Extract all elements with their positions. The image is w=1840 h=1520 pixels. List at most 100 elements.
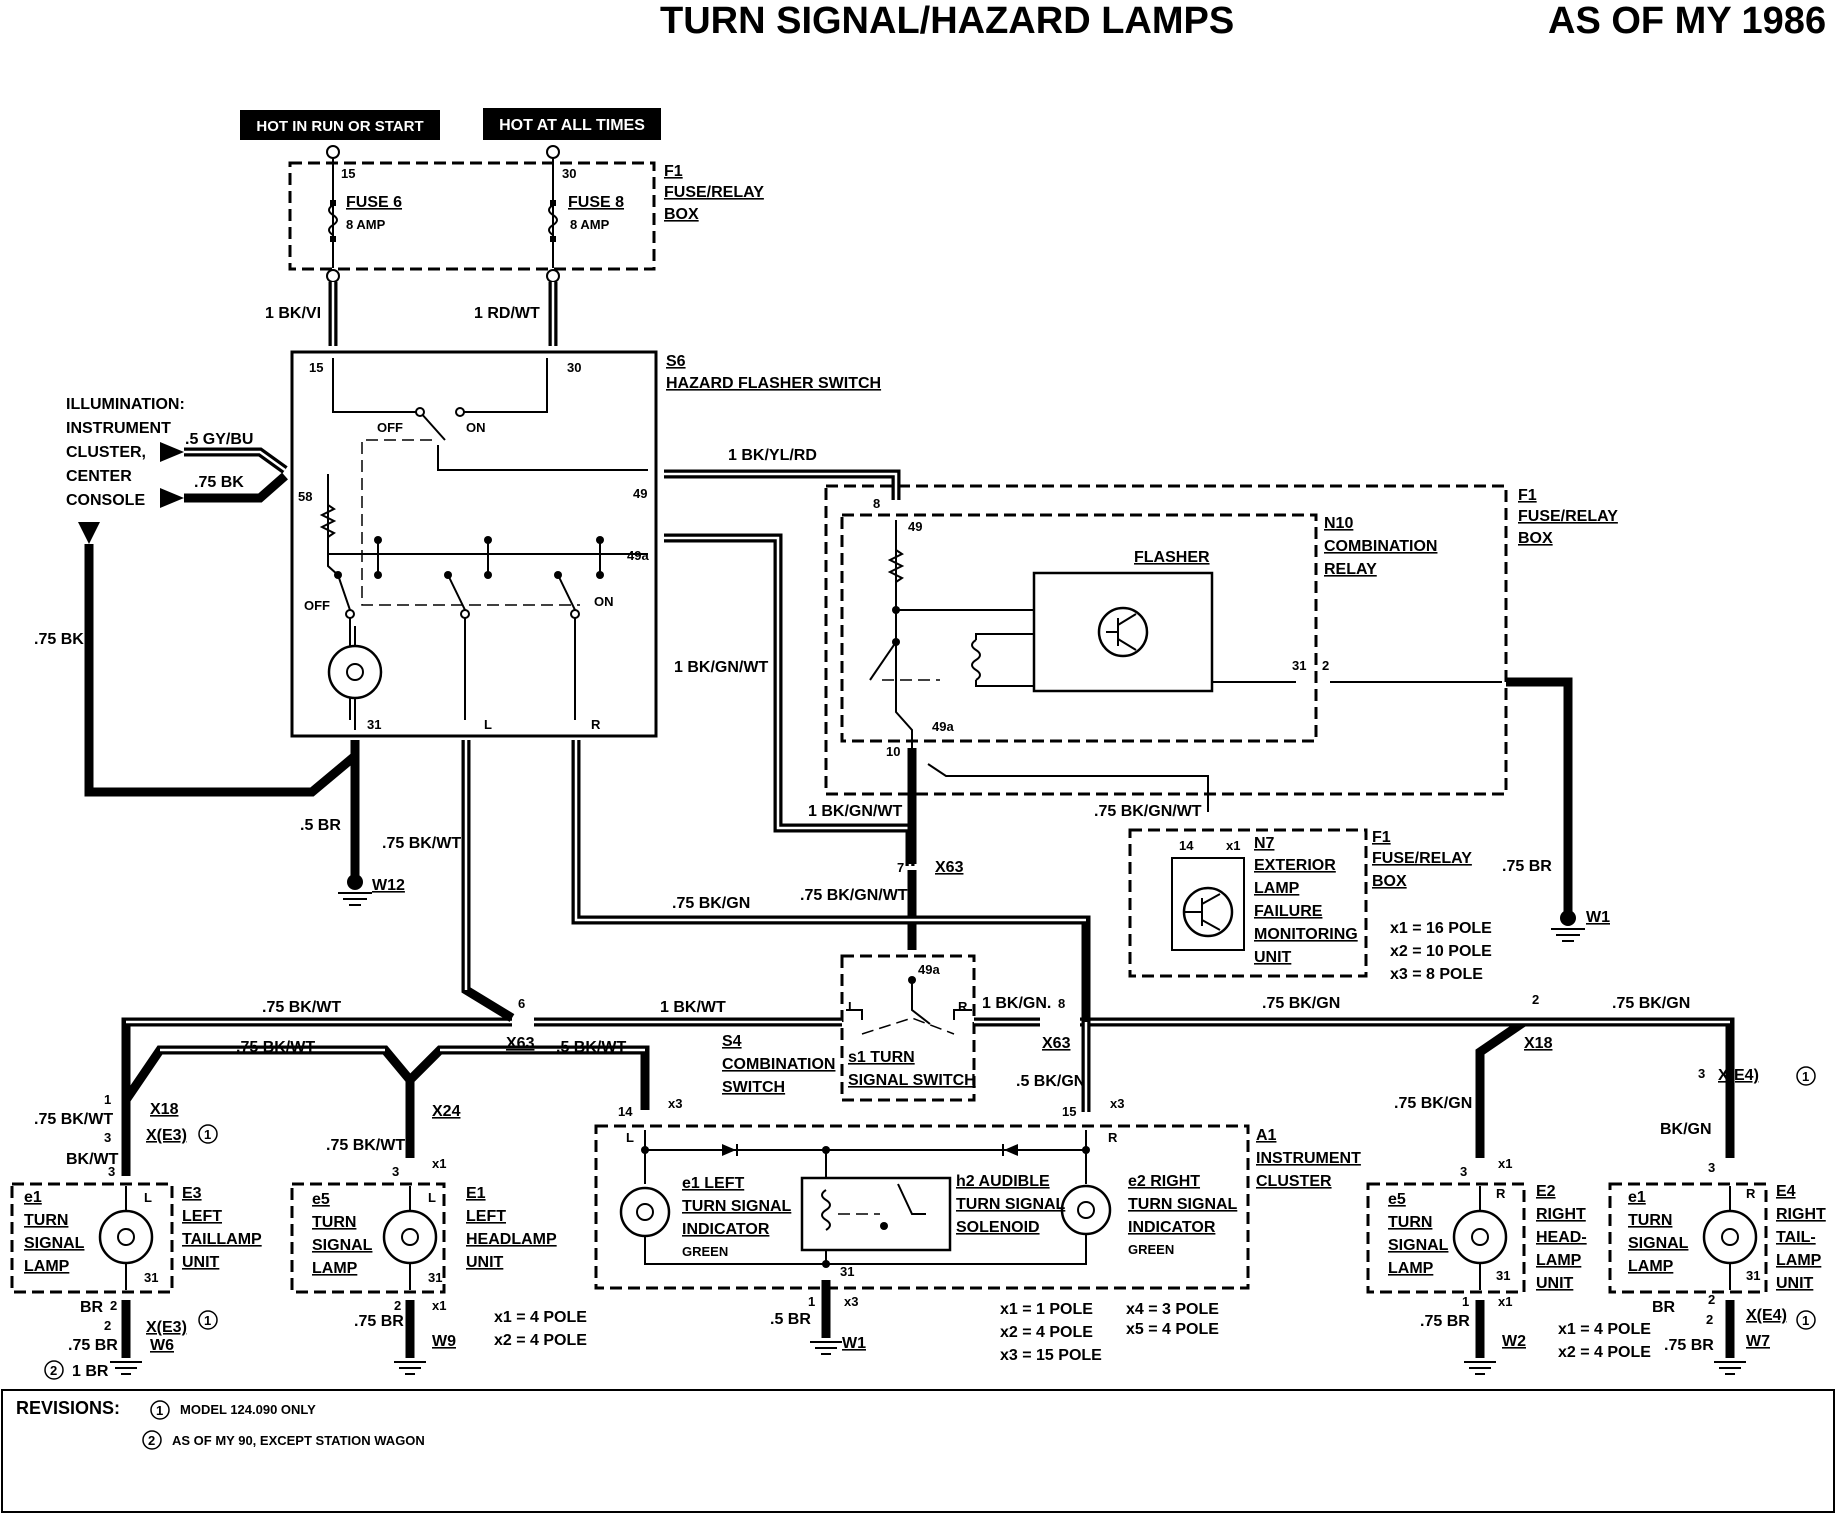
s6-tL: L (484, 717, 492, 732)
a1-pole1: x1 = 1 POLE (1000, 1301, 1093, 1318)
s6-name: HAZARD FLASHER SWITCH (666, 375, 881, 392)
a1-e1-l3: INDICATOR (682, 1221, 770, 1238)
e2-l4: UNIT (1536, 1275, 1574, 1292)
illum-label-1: ILLUMINATION: (66, 396, 185, 413)
relay-t8: 8 (873, 496, 880, 511)
ground-w1-right-label: W1 (1586, 909, 1610, 926)
e3-t31: 31 (144, 1270, 158, 1285)
fusebox-id: F1 (664, 163, 683, 180)
ground-w1-a1-icon (810, 1341, 842, 1355)
a1-line1: INSTRUMENT (1256, 1150, 1361, 1167)
e2-t1: 1 (1462, 1294, 1469, 1309)
svg-text:1: 1 (204, 1313, 211, 1328)
wire-bk-wt-1-label: 1 BK/WT (660, 999, 726, 1016)
revisions-label: REVISIONS: (16, 1398, 120, 1418)
n10-id: N10 (1324, 515, 1353, 532)
combination-switch-s4 (840, 954, 976, 1102)
e4-l1: RIGHT (1776, 1206, 1826, 1223)
arrow-down-icon (78, 522, 100, 544)
hazard-indicator-lamp-icon (327, 644, 383, 700)
x63-pin6: 6 (518, 996, 525, 1011)
monitor-box-1: FUSE/RELAY (1372, 850, 1472, 867)
a1-x3c: x3 (844, 1294, 858, 1309)
x63-label-b: X63 (506, 1035, 535, 1052)
wire-e4-br-label: BR (1652, 1299, 1676, 1316)
n7-line1: EXTERIOR (1254, 857, 1336, 874)
wire-br-05-label: .5 BR (300, 817, 341, 834)
transistor-icon (1097, 606, 1149, 658)
fuse-8-amp: 8 AMP (570, 217, 610, 232)
power-label-run-start: HOT IN RUN OR START (240, 110, 440, 140)
circle-note-1-icon: 1 (1796, 1310, 1816, 1330)
right-indicator-lamp-icon (1060, 1184, 1112, 1236)
e1-t3: 3 (392, 1164, 399, 1179)
monitor-box-2: BOX (1372, 873, 1407, 890)
s4-line2: SWITCH (722, 1079, 785, 1096)
s6-t49a: 49a (627, 548, 649, 563)
xe3b-label: X(E3) (146, 1319, 187, 1336)
wire-e2-br075-label: .75 BR (1420, 1313, 1470, 1330)
e4-t31: 31 (1746, 1268, 1760, 1283)
s6-t58: 58 (298, 489, 312, 504)
s6-t49: 49 (633, 486, 647, 501)
e1-pole1: x1 = 4 POLE (494, 1309, 587, 1326)
e3-l3: UNIT (182, 1254, 220, 1271)
e2-s3: LAMP (1388, 1260, 1434, 1277)
revisions-box (1, 1389, 1835, 1513)
wire-br-075-right-label: .75 BR (1502, 858, 1552, 875)
left-turn-lamp-icon (98, 1209, 154, 1265)
a1-line2: CLUSTER (1256, 1173, 1332, 1190)
n7-t14: 14 (1179, 838, 1194, 853)
n7-module (1171, 857, 1245, 951)
e1-id: E1 (466, 1185, 486, 1202)
s6-tR: R (591, 717, 601, 732)
e1-x1b: x1 (432, 1298, 446, 1313)
a1-h2-l2: TURN SIGNAL (956, 1196, 1066, 1213)
revision-1: MODEL 124.090 ONLY (180, 1402, 316, 1417)
wire-bk-wt-mid-label: .75 BK/WT (236, 1039, 315, 1056)
e4-s3: LAMP (1628, 1258, 1674, 1275)
e1-x1a: x1 (432, 1156, 446, 1171)
a1-e1-l2: TURN SIGNAL (682, 1198, 792, 1215)
x63-label-a: X63 (935, 859, 964, 876)
relay-t10: 10 (886, 744, 900, 759)
wire-bk-gn-wt-2-label: 1 BK/GN/WT (808, 803, 902, 820)
e3-s1: TURN (24, 1212, 68, 1229)
terminal-15-icon (326, 145, 340, 159)
a1-e2-color: GREEN (1128, 1242, 1174, 1257)
e4-sub: e1 (1628, 1189, 1646, 1206)
e4-id: E4 (1776, 1183, 1796, 1200)
wire-bk-vi-label: 1 BK/VI (265, 305, 321, 322)
relaybox-name-1: FUSE/RELAY (1518, 508, 1618, 525)
model-year: AS OF MY 1986 (1548, 0, 1826, 42)
xe4-label: X(E4) (1718, 1067, 1759, 1084)
e4-tR: R (1746, 1186, 1756, 1201)
e3-tL: L (144, 1190, 152, 1205)
left-indicator-lamp-icon (619, 1186, 671, 1238)
x63-label-c: X63 (1042, 1035, 1071, 1052)
a1-pole5: x5 = 4 POLE (1126, 1321, 1219, 1338)
s6-id: S6 (666, 353, 686, 370)
s4-id: S4 (722, 1033, 742, 1050)
wire-bk-ground-label: .75 BK (34, 631, 84, 648)
x63-pin8: 8 (1058, 996, 1065, 1011)
s6-on2: ON (594, 594, 614, 609)
wire-bk-gn-05-label: .5 BK/GN (1016, 1073, 1085, 1090)
s4-line1: COMBINATION (722, 1056, 835, 1073)
e3-t3b: 3 (108, 1164, 115, 1179)
e3-l2: TAILLAMP (182, 1231, 262, 1248)
xe4b-label: X(E4) (1746, 1307, 1787, 1324)
a1-e1-color: GREEN (682, 1244, 728, 1259)
a1-x3b: x3 (1110, 1096, 1124, 1111)
right-headlamp-unit-e2 (1366, 1182, 1526, 1294)
combination-relay-n10 (840, 513, 1318, 743)
left-headlamp-turn-lamp-icon (382, 1209, 438, 1265)
e2-l2: HEAD- (1536, 1229, 1587, 1246)
fuse-6-label: FUSE 6 (346, 194, 402, 211)
e1-l1: LEFT (466, 1208, 506, 1225)
right-taillamp-unit-e4 (1608, 1182, 1768, 1294)
e2-s1: TURN (1388, 1214, 1432, 1231)
e3-t2: 2 (110, 1298, 117, 1313)
ground-w7-icon (1714, 1361, 1746, 1375)
monitor-pole2: x2 = 10 POLE (1390, 943, 1492, 960)
